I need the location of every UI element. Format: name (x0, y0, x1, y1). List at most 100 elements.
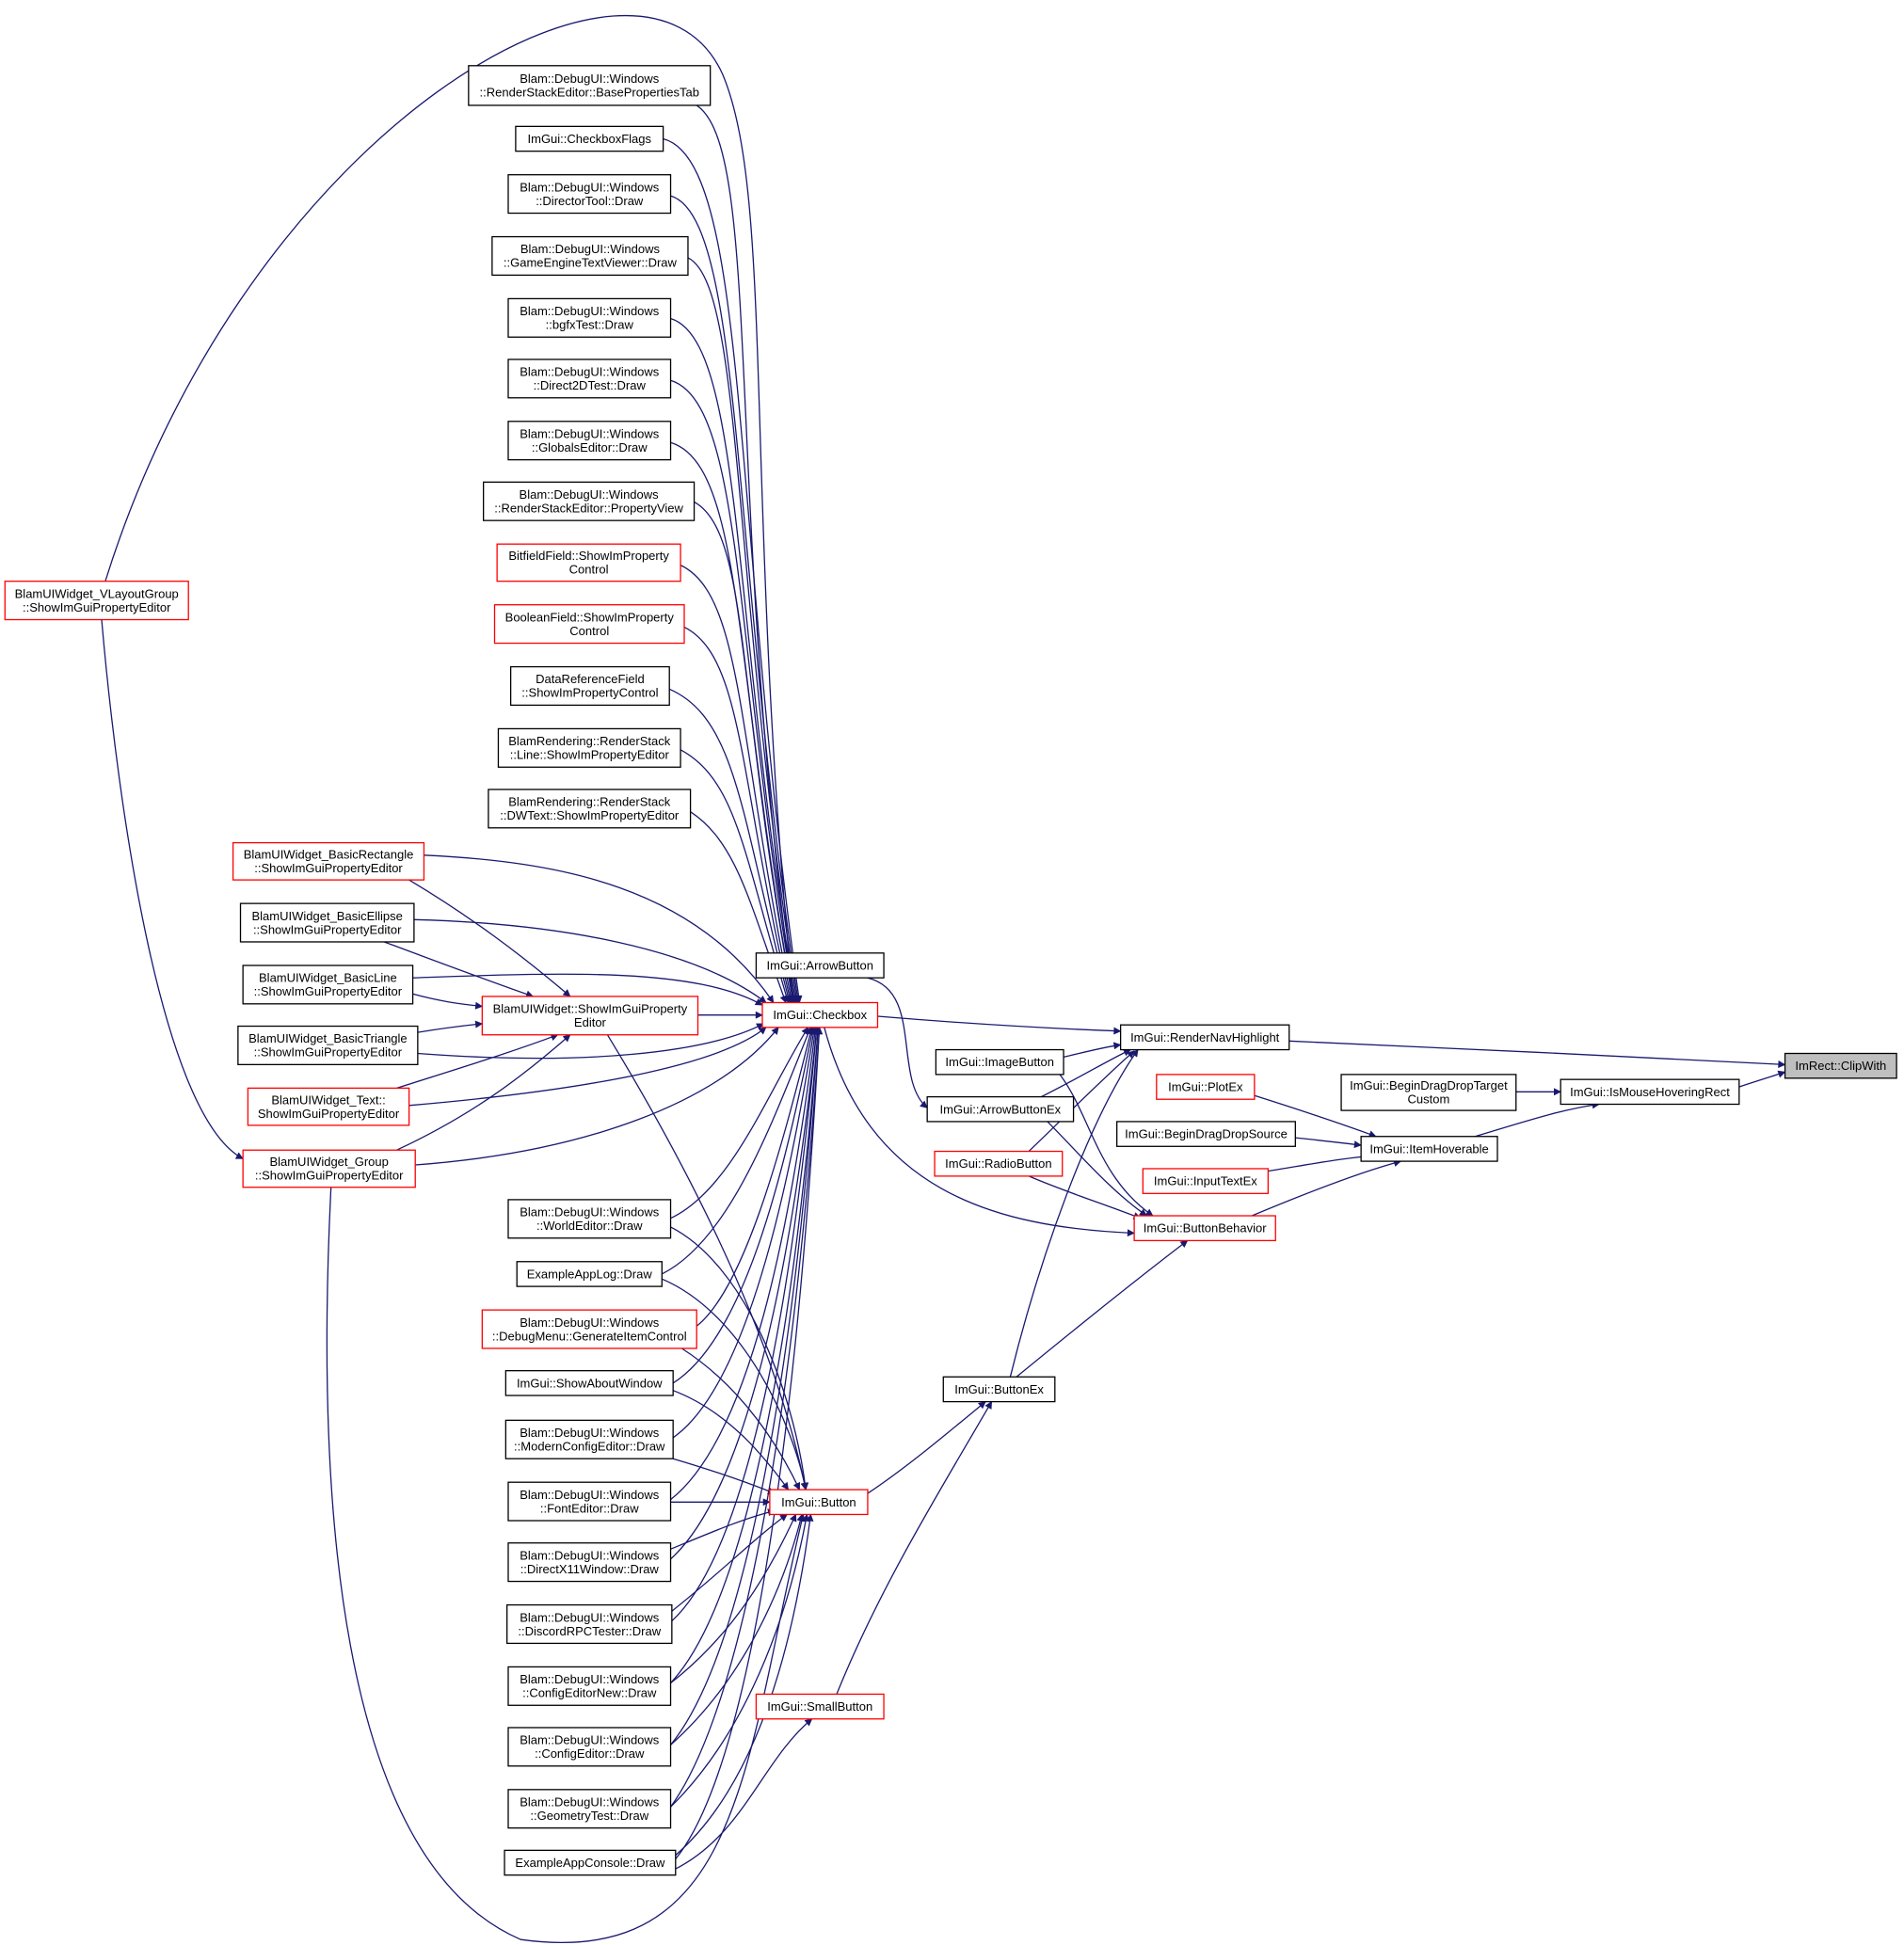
node-arrowbtnex[interactable]: ImGui::ArrowButtonEx (926, 1095, 1075, 1123)
node-configeditor[interactable]: Blam::DebugUI::Windows::ConfigEditor::Dr… (507, 1727, 672, 1767)
node-label: Custom (1408, 1092, 1450, 1107)
node-box (934, 1150, 1064, 1177)
edge-modernconfig-to-checkbox (672, 1027, 818, 1439)
node-basictri[interactable]: BlamUIWidget_BasicTriangle::ShowImGuiPro… (237, 1025, 419, 1066)
node-direct2d[interactable]: Blam::DebugUI::Windows::Direct2DTest::Dr… (507, 359, 672, 399)
node-label: BlamUIWidget_BasicRectangle (244, 848, 414, 862)
node-dataref[interactable]: DataReferenceField::ShowImPropertyContro… (509, 665, 670, 707)
node-showabout[interactable]: ImGui::ShowAboutWindow (504, 1370, 674, 1396)
edge-bgfx-to-checkbox (670, 317, 799, 1004)
node-box (509, 665, 670, 707)
edge-appconsole-to-checkbox (675, 1027, 824, 1860)
node-label: ExampleAppConsole::Draw (515, 1856, 665, 1870)
node-discord[interactable]: Blam::DebugUI::Windows::DiscordRPCTester… (506, 1603, 673, 1645)
edge-configeditor-to-button (670, 1513, 805, 1746)
node-buttonex[interactable]: ImGui::ButtonEx (942, 1376, 1056, 1403)
node-label: ::DirectorTool::Draw (536, 194, 644, 208)
node-cbflags[interactable]: ImGui::CheckboxFlags (515, 125, 664, 152)
edge-itemhover-to-ismouse (1475, 1101, 1600, 1138)
node-ismouse[interactable]: ImGui::IsMouseHoveringRect (1560, 1078, 1740, 1106)
node-label: Blam::DebugUI::Windows (520, 242, 661, 256)
node-box (507, 359, 672, 399)
node-smallbtn[interactable]: ImGui::SmallButton (755, 1693, 885, 1720)
node-basicline[interactable]: BlamUIWidget_BasicLine::ShowImGuiPropert… (242, 965, 414, 1005)
node-rendernav[interactable]: ImGui::RenderNavHighlight (1119, 1024, 1290, 1051)
edge-rendernav-to-cliprect (1288, 1040, 1786, 1069)
node-label: ::GeometryTest::Draw (530, 1809, 648, 1823)
edge-arrowbtnex-to-btnbehavior (1047, 1121, 1147, 1217)
node-rsline[interactable]: BlamRendering::RenderStack::Line::ShowIm… (497, 727, 681, 768)
node-globals[interactable]: Blam::DebugUI::Windows::GlobalsEditor::D… (507, 421, 672, 461)
node-box (935, 1048, 1064, 1076)
node-box (507, 1789, 672, 1829)
node-label: ::ShowImPropertyControl (521, 686, 658, 700)
edges-layer (101, 14, 1786, 1944)
node-label: BlamUIWidget::ShowImGuiProperty (493, 1002, 688, 1016)
node-geometry[interactable]: Blam::DebugUI::Windows::GeometryTest::Dr… (507, 1789, 672, 1829)
node-box (1784, 1052, 1897, 1079)
node-bddsource[interactable]: ImGui::BeginDragDropSource (1116, 1121, 1296, 1147)
node-label: Blam::DebugUI::Windows (520, 487, 660, 502)
node-box (516, 1261, 663, 1287)
node-basicellipse[interactable]: BlamUIWidget_BasicEllipse::ShowImGuiProp… (239, 902, 415, 943)
node-label: BlamRendering::RenderStack (508, 734, 670, 748)
node-boolean[interactable]: BooleanField::ShowImPropertyControl (493, 604, 685, 645)
node-modernconfig[interactable]: Blam::DebugUI::Windows::ModernConfigEdit… (504, 1419, 674, 1459)
node-showimgui[interactable]: BlamUIWidget::ShowImGuiPropertyEditor (481, 996, 699, 1036)
edge-worldeditor-to-checkbox (670, 1027, 809, 1220)
node-confignew[interactable]: Blam::DebugUI::Windows::ConfigEditorNew:… (507, 1666, 672, 1706)
node-group[interactable]: BlamUIWidget_Group::ShowImGuiPropertyEdi… (242, 1149, 416, 1188)
node-label: Blam::DebugUI::Windows (520, 1426, 660, 1440)
node-radiobtn[interactable]: ImGui::RadioButton (934, 1150, 1064, 1177)
node-basicrect[interactable]: BlamUIWidget_BasicRectangle::ShowImGuiPr… (232, 841, 425, 881)
node-gameengine[interactable]: Blam::DebugUI::Windows::GameEngineTextVi… (491, 235, 689, 277)
node-box (1142, 1168, 1269, 1194)
node-box (1133, 1215, 1276, 1242)
node-bitfield[interactable]: BitfieldField::ShowImPropertyControl (496, 543, 681, 582)
node-label: BlamRendering::RenderStack (508, 795, 670, 809)
node-box (506, 1603, 673, 1645)
edge-applog-to-button (662, 1278, 808, 1491)
node-debugmenu[interactable]: Blam::DebugUI::Windows::DebugMenu::Gener… (481, 1309, 697, 1349)
node-label: Blam::DebugUI::Windows (520, 1672, 660, 1686)
node-imagebtn[interactable]: ImGui::ImageButton (935, 1048, 1064, 1076)
node-box (507, 174, 672, 215)
node-fonteditor[interactable]: Blam::DebugUI::Windows::FontEditor::Draw (507, 1481, 672, 1522)
node-label: Blam::DebugUI::Windows (520, 1794, 660, 1809)
node-director[interactable]: Blam::DebugUI::Windows::DirectorTool::Dr… (507, 174, 672, 215)
node-box (755, 1693, 885, 1720)
node-box (755, 952, 885, 979)
edge-checkbox-to-btnbehavior (824, 1027, 1135, 1237)
node-label: ::Line::ShowImPropertyEditor (510, 748, 670, 762)
node-inputtext[interactable]: ImGui::InputTextEx (1142, 1168, 1269, 1194)
node-appconsole[interactable]: ExampleAppConsole::Draw (504, 1849, 677, 1876)
node-label: ImGui::RadioButton (945, 1156, 1051, 1171)
node-worldeditor[interactable]: Blam::DebugUI::Windows::WorldEditor::Dra… (507, 1199, 672, 1239)
node-rsdwtext[interactable]: BlamRendering::RenderStack::DWText::Show… (488, 789, 692, 829)
node-label: Editor (574, 1015, 607, 1029)
node-arrowbtn[interactable]: ImGui::ArrowButton (755, 952, 885, 979)
node-vlayout[interactable]: BlamUIWidget_VLayoutGroup::ShowImGuiProp… (4, 581, 189, 621)
node-label: BlamUIWidget_BasicLine (259, 971, 397, 985)
node-applog[interactable]: ExampleAppLog::Draw (516, 1261, 663, 1287)
node-box (239, 902, 415, 943)
node-baseprops[interactable]: Blam::DebugUI::Windows::RenderStackEdito… (468, 65, 712, 106)
node-bgfx[interactable]: Blam::DebugUI::Windows::bgfxTest::Draw (507, 297, 672, 338)
edge-worldeditor-to-button (670, 1226, 809, 1491)
node-btnbehavior[interactable]: ImGui::ButtonBehavior (1133, 1215, 1276, 1242)
node-button[interactable]: ImGui::Button (769, 1489, 869, 1516)
node-box (504, 1370, 674, 1396)
node-itemhover[interactable]: ImGui::ItemHoverable (1360, 1136, 1498, 1162)
node-textw[interactable]: BlamUIWidget_Text::ShowImGuiPropertyEdit… (247, 1087, 410, 1126)
node-label: ::DebugMenu::GenerateItemControl (492, 1329, 687, 1343)
node-cliprect[interactable]: ImRect::ClipWith (1784, 1052, 1897, 1079)
node-directx11[interactable]: Blam::DebugUI::Windows::DirectX11Window:… (507, 1542, 672, 1583)
node-label: ImGui::ButtonBehavior (1144, 1221, 1267, 1236)
node-checkbox[interactable]: ImGui::Checkbox (761, 1001, 879, 1028)
node-label: Blam::DebugUI::Windows (520, 304, 660, 318)
node-propview[interactable]: Blam::DebugUI::Windows::RenderStackEdito… (483, 481, 696, 521)
edge-showabout-to-checkbox (672, 1027, 816, 1384)
node-plotex[interactable]: ImGui::PlotEx (1156, 1074, 1256, 1100)
